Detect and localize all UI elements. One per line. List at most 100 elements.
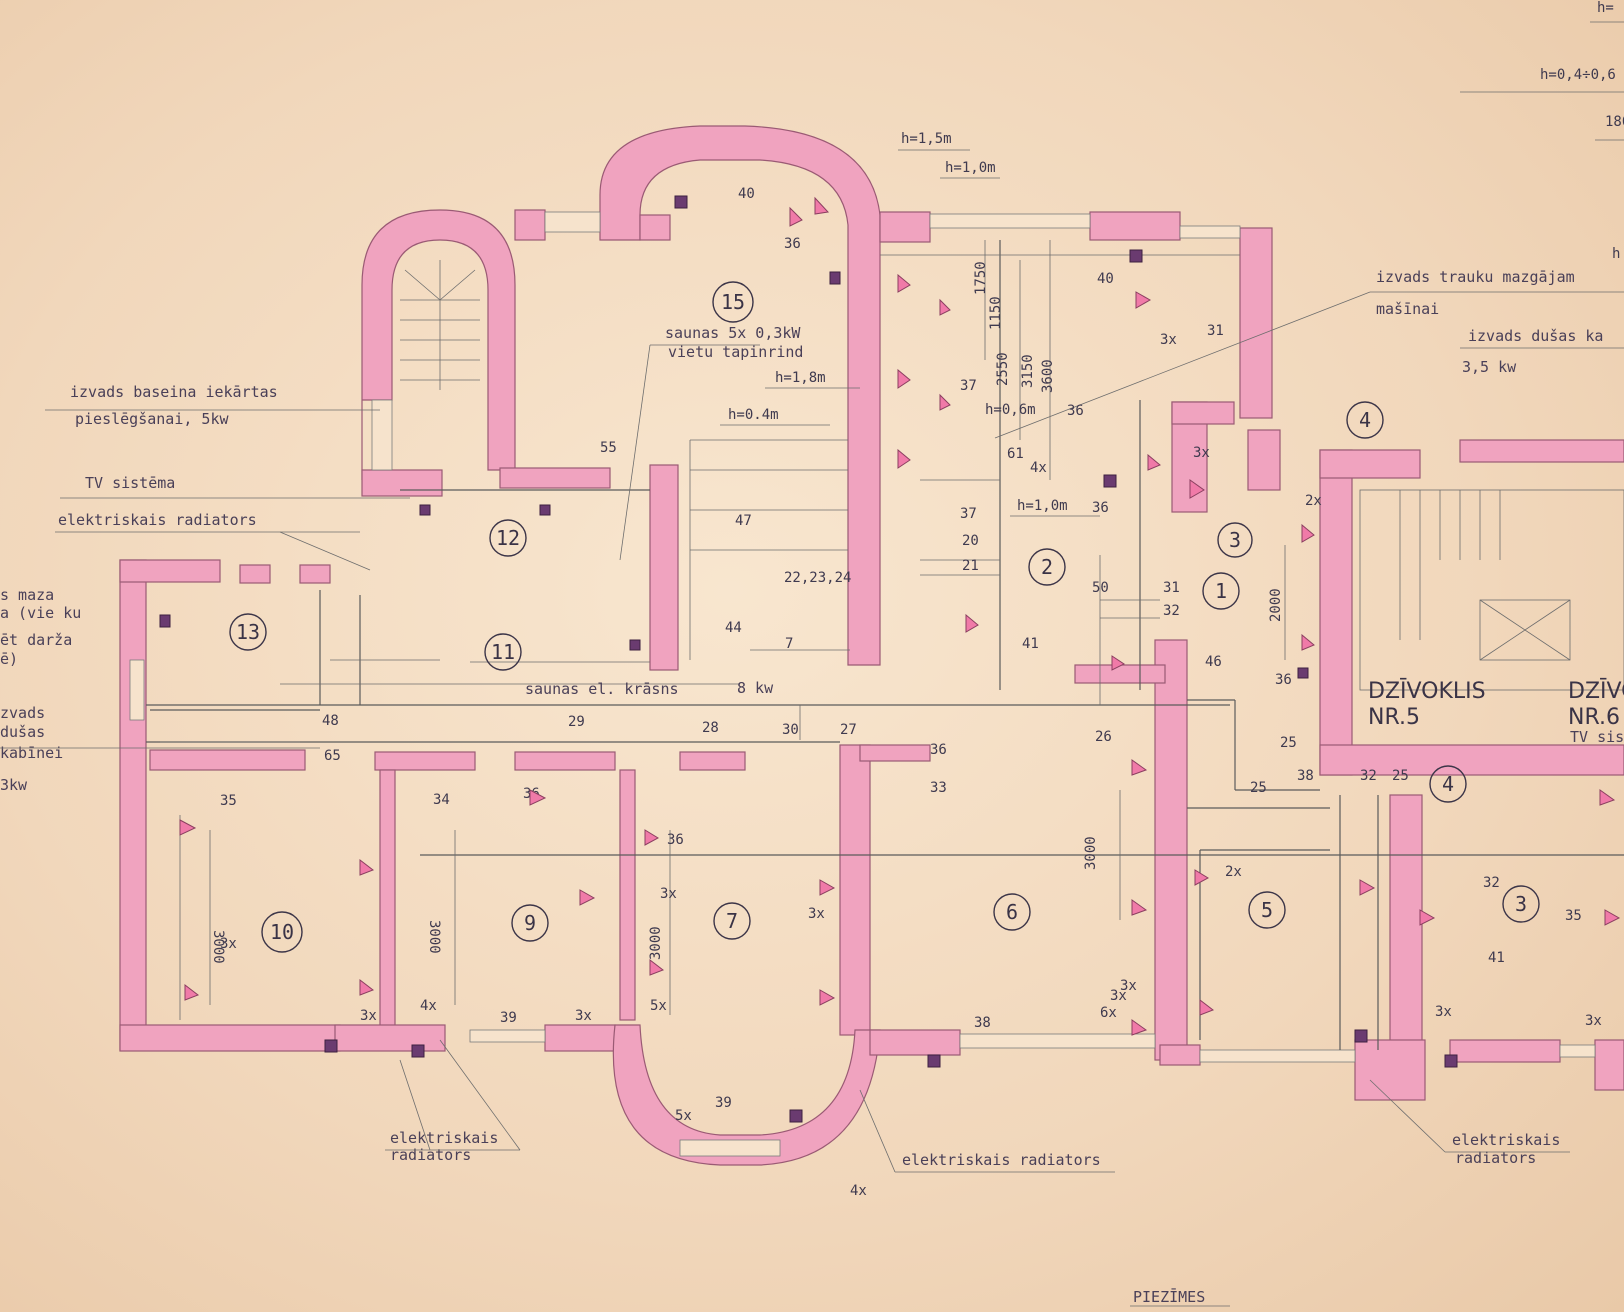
dim: 1150	[988, 296, 1004, 330]
room-12-marker: 12	[489, 519, 527, 557]
socket-icon	[539, 504, 551, 516]
height-label: h=1,0m	[945, 160, 996, 176]
height-label: 180	[1605, 114, 1624, 130]
light-icon	[1599, 789, 1616, 806]
room-number: 15	[721, 290, 745, 314]
dim: 36	[1275, 672, 1292, 688]
light-icon	[814, 196, 830, 215]
footer-note: PIEZĪMES	[1133, 1288, 1205, 1306]
apartment-5-number: NR.5	[1368, 705, 1420, 730]
windows	[129, 211, 1596, 1157]
height-label: h	[1612, 246, 1620, 262]
dim: 4x	[850, 1183, 867, 1199]
dim: 36	[930, 742, 947, 758]
socket-icon	[159, 614, 171, 628]
room-7-marker: 7	[713, 902, 751, 940]
dim: 55	[600, 440, 617, 456]
dim: 36	[1092, 500, 1109, 516]
dim: 3x	[575, 1008, 592, 1024]
light-icon	[644, 829, 660, 846]
dim: 36	[1067, 403, 1084, 419]
room-number: 9	[524, 911, 536, 935]
socket-icon	[411, 1044, 425, 1058]
room-number: 5	[1261, 898, 1273, 922]
room-number: 4	[1442, 772, 1454, 796]
dim: 22,23,24	[784, 570, 851, 586]
dim: 61	[1007, 446, 1024, 462]
light-icon	[1419, 909, 1436, 926]
dim: 2550	[995, 352, 1011, 386]
light-icon	[1194, 869, 1210, 886]
dim: 50	[1092, 580, 1109, 596]
dim: 3x	[220, 936, 237, 952]
dim: 7	[785, 636, 793, 652]
left-note-2-line2: dušas	[0, 723, 45, 741]
light-icon	[1131, 899, 1148, 916]
sauna-heater-note-line2: vietu tapinrind	[668, 343, 803, 361]
room-number: 11	[491, 640, 515, 664]
dim: 25	[1250, 780, 1267, 796]
dim: 39	[715, 1095, 732, 1111]
light-icon	[1359, 879, 1376, 896]
left-note-2-line4: 3kw	[0, 776, 28, 794]
left-note-1-line4: ē)	[0, 650, 18, 668]
dim: 36	[667, 832, 684, 848]
left-note-2-line3: kabīnei	[0, 744, 63, 762]
height-label: h=1,8m	[775, 370, 826, 386]
light-icon	[1135, 291, 1152, 309]
socket-icon	[1444, 1054, 1458, 1068]
room-number: 7	[726, 909, 738, 933]
light-icon	[1131, 1019, 1148, 1036]
dim: 27	[840, 722, 857, 738]
height-labels: h=1,5m h=1,0m h=1,8m h=0.4m h=0,6m h=1,0…	[720, 0, 1624, 517]
socket-icon	[674, 195, 688, 209]
light-icon	[179, 819, 197, 836]
room-number: 3	[1515, 892, 1527, 916]
height-label: h=0,6m	[985, 402, 1036, 418]
room-number: 10	[270, 920, 294, 944]
dim: 3600	[1040, 359, 1056, 393]
room-3-lower-marker: 3	[1502, 885, 1540, 923]
dim: 38	[974, 1015, 991, 1031]
light-icon	[649, 958, 665, 976]
dim: 41	[1022, 636, 1039, 652]
dim: 29	[568, 714, 585, 730]
dim: 47	[735, 513, 752, 529]
socket-icon	[789, 1109, 803, 1123]
dim: 32	[1483, 875, 1500, 891]
light-icon	[1111, 655, 1125, 671]
socket-icon	[1354, 1029, 1368, 1043]
room-number: 4	[1359, 408, 1371, 432]
dim: 4x	[1030, 460, 1047, 476]
dim: 25	[1392, 768, 1409, 784]
room-11-marker: 11	[484, 633, 522, 671]
dim: 36	[784, 236, 801, 252]
dim: 2000	[1268, 588, 1284, 622]
light-icon	[359, 978, 375, 996]
light-icon	[1199, 998, 1215, 1016]
dim: 32	[1360, 768, 1377, 784]
radiator-note-bottom-right-2: radiators	[1455, 1149, 1536, 1167]
dim: 3x	[1110, 988, 1127, 1004]
stairs-left	[400, 260, 480, 390]
annotations: izvads baseina iekārtas pieslēgšanai, 5k…	[0, 268, 1624, 1307]
dim: 28	[702, 720, 719, 736]
radiator-note-bottom-left-1: elektriskais	[390, 1129, 498, 1147]
light-icon	[939, 393, 951, 411]
dim: 3x	[1193, 445, 1210, 461]
dim: 5x	[675, 1108, 692, 1124]
socket-icon	[629, 639, 641, 651]
radiator-note-top: elektriskais radiators	[58, 511, 257, 529]
radiator-note-bottom-right-1: elektriskais	[1452, 1131, 1560, 1149]
dim: 35	[1565, 908, 1582, 924]
dim: 37	[960, 506, 977, 522]
dim: 3x	[360, 1008, 377, 1024]
pool-note-line1: izvads baseina iekārtas	[70, 383, 278, 401]
light-icon	[1604, 909, 1621, 926]
dim: 38	[1297, 768, 1314, 784]
light-icon	[579, 889, 596, 906]
light-icon	[819, 989, 836, 1006]
dim: 21	[962, 558, 979, 574]
pool-note-line2: pieslēgšanai, 5kw	[75, 410, 229, 428]
